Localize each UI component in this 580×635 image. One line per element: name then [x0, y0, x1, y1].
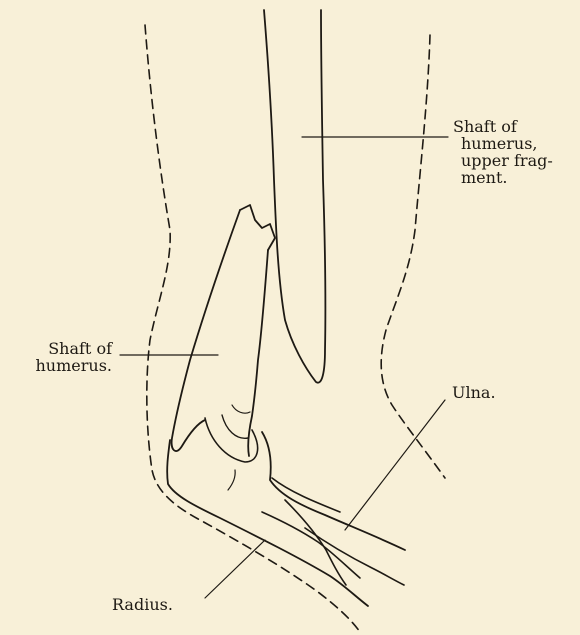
radius-head-1	[262, 512, 360, 578]
label-upper-fragment-line-4: ment.	[453, 169, 553, 186]
label-upper-fragment-line-2: humerus,	[453, 135, 553, 152]
condyle-curve-3	[232, 405, 250, 413]
label-upper-fragment: Shaft of humerus, upper frag- ment.	[453, 118, 553, 186]
condyle-curve-2	[222, 415, 248, 438]
label-shaft-line-1: Shaft of	[12, 340, 112, 357]
label-upper-fragment-line-3: upper frag-	[453, 152, 553, 169]
label-ulna-text: Ulna.	[452, 384, 496, 401]
condyle-small	[228, 470, 235, 490]
skin-outline-left	[145, 25, 360, 632]
radius-upper-edge	[167, 440, 368, 606]
label-radius-text: Radius.	[112, 596, 173, 613]
label-shaft-line-2: humerus.	[12, 357, 112, 374]
radius-head-2	[285, 500, 346, 585]
leader-radius	[205, 540, 265, 598]
label-radius: Radius.	[112, 596, 173, 613]
label-ulna: Ulna.	[452, 384, 496, 401]
humerus-fracture-edge	[240, 205, 275, 250]
leader-ulna	[345, 400, 445, 530]
humerus-lower-shaft-left	[172, 210, 240, 451]
label-shaft-of-humerus: Shaft of humerus.	[12, 340, 112, 374]
humerus-upper-fragment	[264, 10, 325, 383]
ulna-olecranon	[262, 432, 405, 550]
humerus-lower-shaft-right	[248, 250, 268, 456]
label-upper-fragment-line-1: Shaft of	[453, 118, 553, 135]
radius-lower-edge	[305, 528, 404, 585]
